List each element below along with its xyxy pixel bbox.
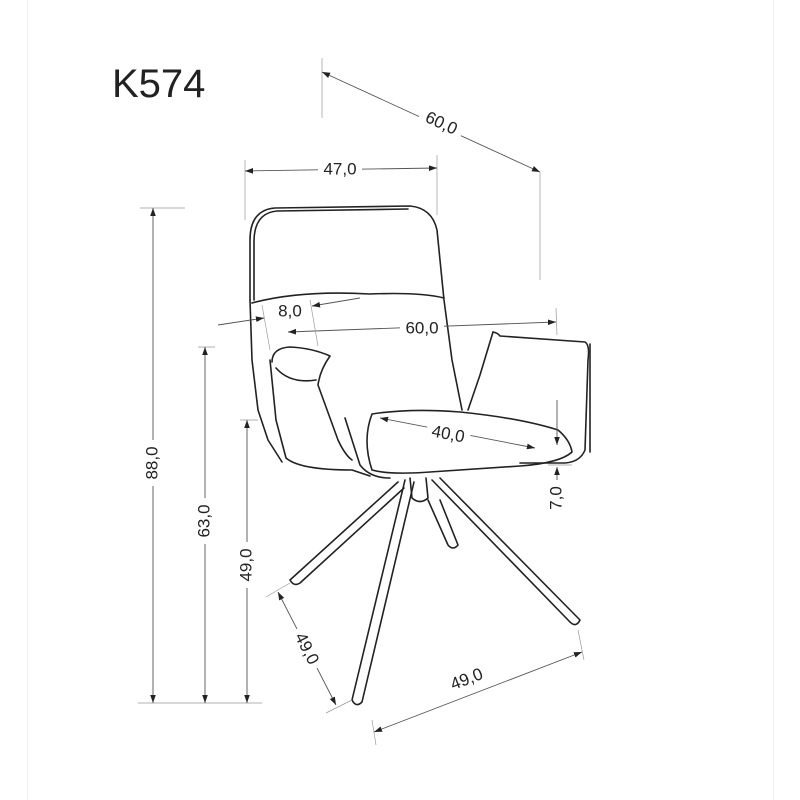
total-width-label: 60,0: [405, 318, 438, 337]
leg-front: [351, 479, 415, 706]
dimension-labels: 60,0 47,0 88,0 63,0 49,0 49,0 49,0 7,0 4…: [142, 104, 567, 699]
chair-backrest: [249, 205, 463, 411]
armrest-thickness-label: 7,0: [546, 486, 565, 510]
leg-back: [427, 499, 459, 549]
model-title: K574: [112, 62, 205, 106]
right-armrest: [492, 331, 590, 464]
left-armrest: [271, 346, 353, 461]
leg-left: [289, 481, 405, 586]
chair-seat: [366, 409, 573, 474]
backrest-seam: [251, 292, 445, 304]
armrest-height-label: 63,0: [194, 504, 213, 537]
page-frame: [27, 0, 774, 800]
swivel-base: [409, 477, 429, 503]
leg-right: [431, 477, 581, 626]
back-width-label: 47,0: [323, 159, 356, 178]
total-height-label: 88,0: [142, 446, 161, 479]
armrest-width-label: 8,0: [278, 301, 302, 320]
chair-left-side: [249, 299, 283, 463]
seat-height-label: 49,0: [236, 548, 255, 581]
